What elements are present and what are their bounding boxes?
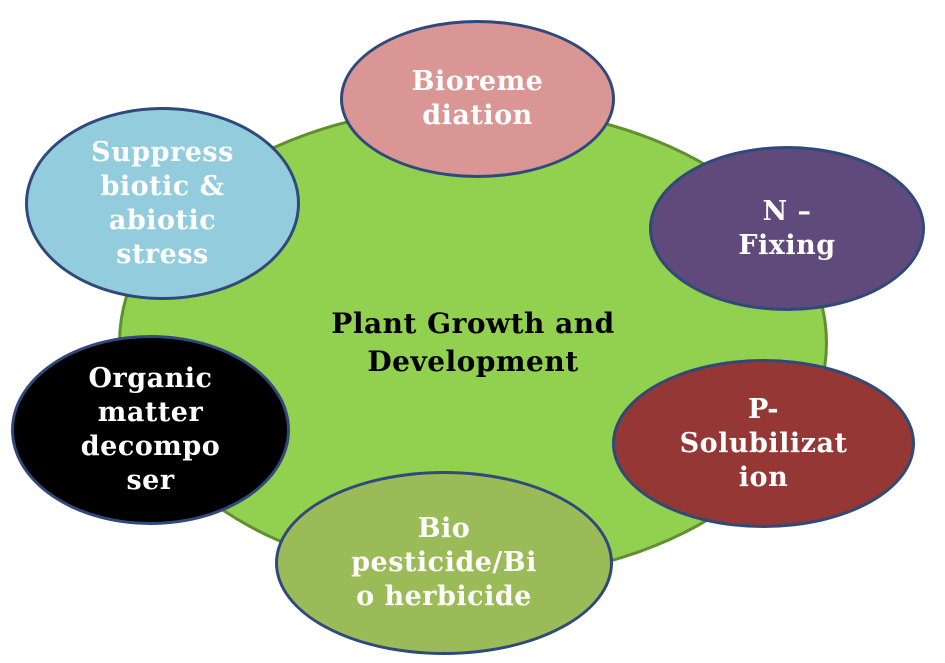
node-suppress-stress-label: Suppress biotic & abiotic stress bbox=[91, 136, 234, 270]
node-biopesticide: Bio pesticide/Bi o herbicide bbox=[275, 471, 613, 655]
node-p-solubilization-label: P- Solubilizat ion bbox=[679, 393, 848, 493]
node-suppress-stress: Suppress biotic & abiotic stress bbox=[25, 107, 300, 300]
node-organic-matter: Organic matter decompo ser bbox=[11, 335, 290, 525]
center-label: Plant Growth and Development bbox=[331, 307, 615, 378]
node-organic-matter-label: Organic matter decompo ser bbox=[80, 363, 221, 496]
node-p-solubilization: P- Solubilizat ion bbox=[612, 359, 915, 528]
node-bioremediation-label: Bioreme diation bbox=[411, 66, 544, 131]
node-n-fixing: N – Fixing bbox=[649, 146, 925, 311]
node-biopesticide-label: Bio pesticide/Bi o herbicide bbox=[351, 513, 537, 612]
node-n-fixing-label: N – Fixing bbox=[738, 195, 836, 261]
node-bioremediation: Bioreme diation bbox=[340, 20, 615, 178]
